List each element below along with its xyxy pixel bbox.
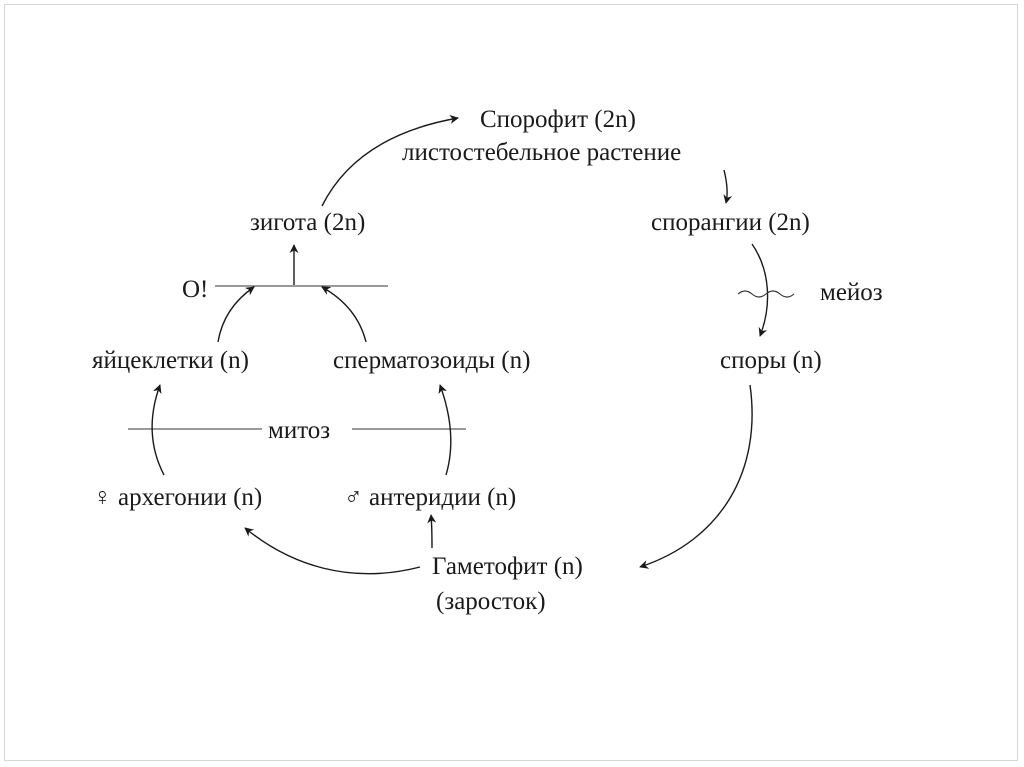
antheridia-label: ♂ антеридии (n): [344, 484, 516, 511]
meiosis-label: мейоз: [820, 279, 883, 306]
archegonia-label: ♀ архегонии (n): [93, 484, 262, 511]
archegonia-to-egg-arrow: [151, 384, 165, 476]
plant-to-sporangia-arrow: [723, 169, 733, 204]
mitosis-label: митоз: [268, 417, 330, 444]
leafy-plant-label: листостебельное растение: [402, 139, 681, 166]
sperm-to-fertilization-arrow: [321, 286, 367, 343]
antheridia-to-sperm-arrow: [438, 384, 452, 476]
gametophyte-label: Гаметофит (n): [432, 553, 583, 580]
spores-to-gametophyte-arrow: [639, 384, 753, 569]
sperm-label: сперматозоиды (n): [333, 347, 530, 374]
sporangia-to-spores-arrow: [751, 243, 769, 337]
spores-label: споры (n): [720, 347, 822, 374]
egg-cells-label: яйцеклетки (n): [92, 347, 249, 374]
sporangia-label: спорангии (2n): [651, 209, 810, 236]
prothallus-label: (заросток): [436, 588, 546, 615]
slide-frame: [4, 4, 1018, 761]
zygote-label: зигота (2n): [250, 209, 365, 236]
gametophyte-to-antheridia-arrow: [427, 514, 437, 549]
zygote-to-sporophyte-arrow: [321, 114, 459, 207]
fertilization-label: О!: [182, 276, 208, 303]
sporophyte-label: Спорофит (2n): [480, 106, 636, 133]
gametophyte-to-archegonia-arrow: [244, 527, 421, 575]
egg-to-fertilization-arrow: [217, 286, 255, 343]
meiosis-wave: [737, 290, 795, 298]
